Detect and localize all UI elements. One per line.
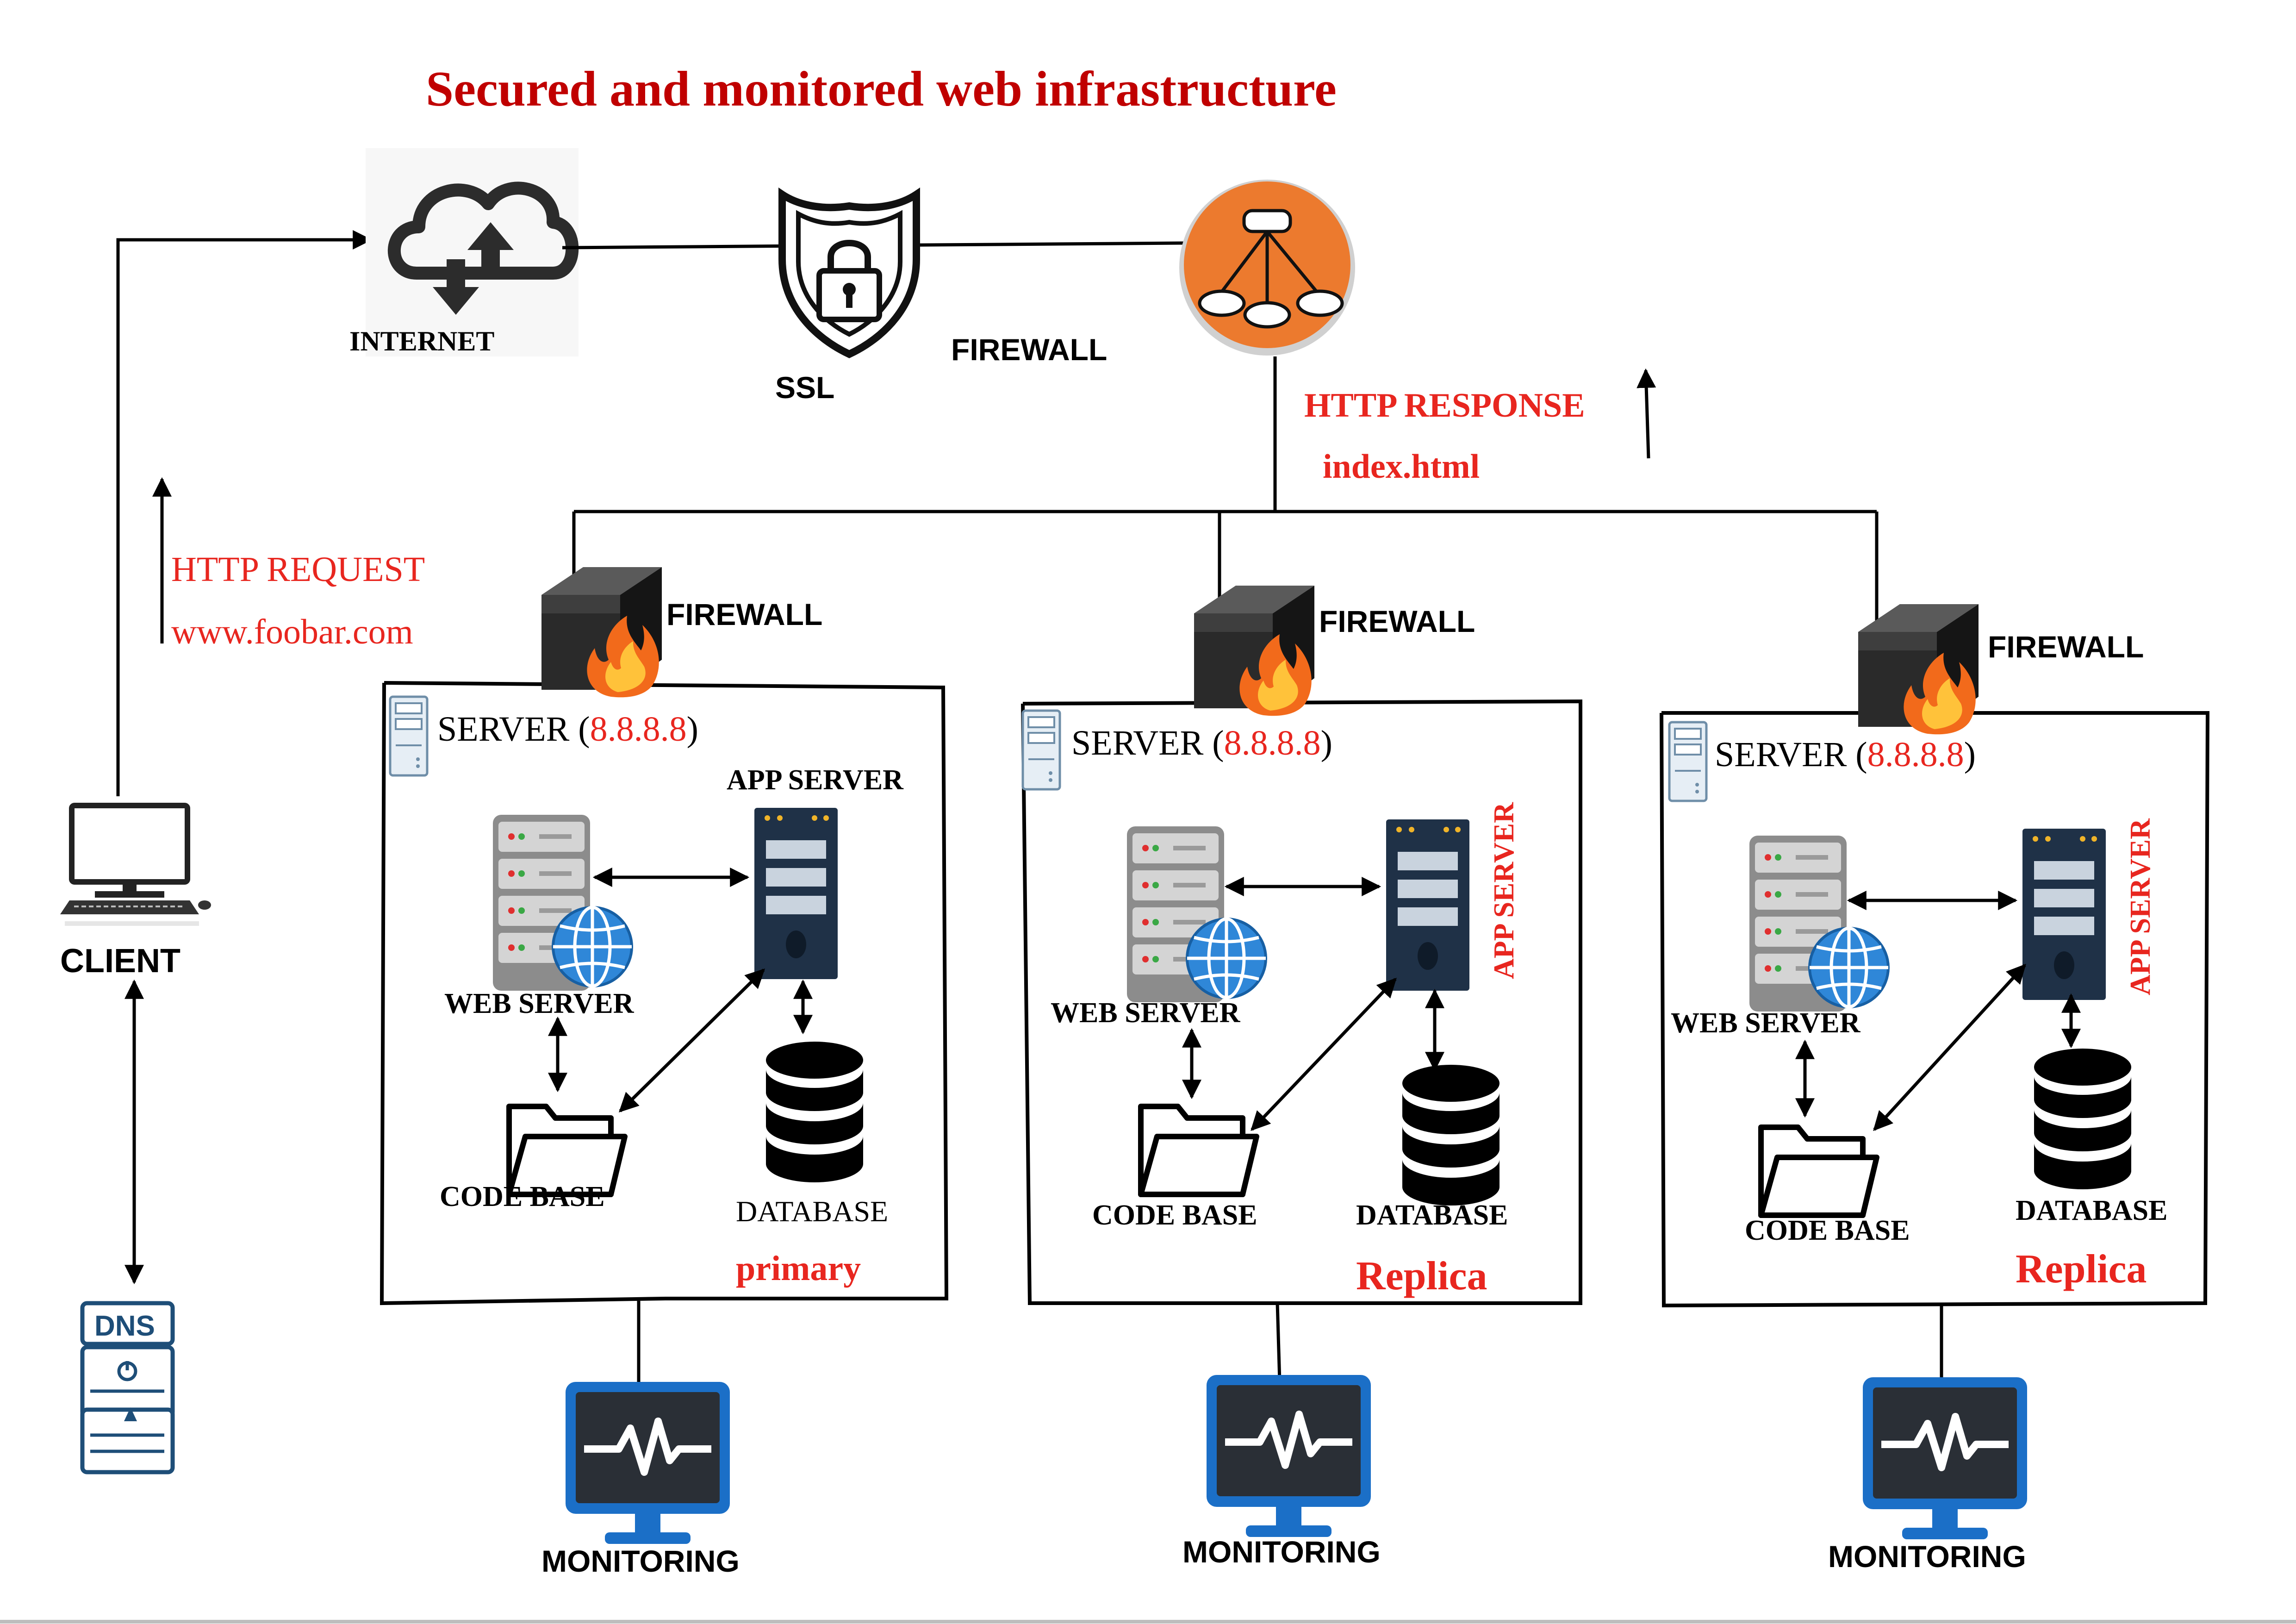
firewall-icon bbox=[1194, 586, 1314, 716]
server-cluster-3: FIREWALL SERVER (8.8.8.8) APP SERVER WEB… bbox=[1660, 604, 2210, 1574]
web-server-label: WEB SERVER bbox=[1051, 997, 1241, 1029]
firewall-icon bbox=[541, 567, 662, 698]
code-base-label: CODE BASE bbox=[440, 1181, 605, 1212]
internet-cloud-icon bbox=[366, 148, 579, 356]
load-balancer-icon bbox=[1179, 180, 1355, 356]
monitoring-icon bbox=[566, 1382, 730, 1544]
dns-label: DNS bbox=[94, 1310, 155, 1342]
monitoring-label: MONITORING bbox=[541, 1544, 740, 1578]
monitoring-icon bbox=[1207, 1375, 1371, 1537]
firewall-icon bbox=[1858, 604, 1979, 735]
database-icon bbox=[766, 1042, 863, 1182]
database-icon bbox=[2034, 1049, 2131, 1189]
web-server-icon bbox=[1749, 836, 1888, 1012]
lb-firewall-label: FIREWALL bbox=[951, 332, 1107, 367]
client-computer-icon bbox=[60, 803, 211, 926]
server-icon bbox=[1023, 711, 1060, 789]
app-server-icon bbox=[1386, 819, 1469, 991]
dns-server-icon bbox=[80, 1301, 175, 1474]
diagram-title: Secured and monitored web infrastructure bbox=[426, 62, 1337, 117]
client-internet-link bbox=[116, 230, 373, 796]
app-server-label: APP SERVER bbox=[727, 764, 904, 796]
database-icon bbox=[1402, 1065, 1500, 1206]
database-label: DATABASE bbox=[736, 1195, 888, 1228]
server-cluster-1: FIREWALL SERVER (8.8.8.8) APP SERVER WEB… bbox=[380, 567, 949, 1578]
server-address-label: SERVER (8.8.8.8) bbox=[1071, 724, 1332, 762]
app-server-icon bbox=[754, 808, 838, 979]
code-base-folder-icon bbox=[1761, 1127, 1877, 1215]
distribution-lines bbox=[572, 356, 1879, 623]
web-server-label: WEB SERVER bbox=[444, 988, 635, 1019]
server-icon bbox=[1669, 722, 1706, 801]
role-label: Replica bbox=[1356, 1254, 1487, 1299]
code-base-label: CODE BASE bbox=[1745, 1215, 1910, 1246]
firewall-label: FIREWALL bbox=[666, 597, 822, 631]
role-label: primary bbox=[736, 1249, 861, 1288]
ssl-shield-icon bbox=[778, 187, 920, 358]
code-base-folder-icon bbox=[1141, 1106, 1257, 1194]
response-file-label: index.html bbox=[1323, 448, 1480, 486]
app-server-label: APP SERVER bbox=[2125, 818, 2156, 995]
response-arrow bbox=[1636, 368, 1656, 459]
database-label: DATABASE bbox=[2016, 1195, 2167, 1226]
monitoring-label: MONITORING bbox=[1182, 1535, 1381, 1569]
web-server-icon bbox=[493, 815, 632, 991]
role-label: Replica bbox=[2016, 1247, 2147, 1292]
http-request-label: HTTP REQUEST bbox=[171, 550, 425, 589]
monitoring-icon bbox=[1863, 1377, 2027, 1539]
firewall-label: FIREWALL bbox=[1319, 604, 1475, 638]
request-url-label: www.foobar.com bbox=[171, 612, 413, 651]
http-response-label: HTTP RESPONSE bbox=[1304, 387, 1585, 425]
code-base-label: CODE BASE bbox=[1092, 1199, 1257, 1231]
web-server-icon bbox=[1127, 826, 1266, 1002]
client-label: CLIENT bbox=[60, 943, 180, 980]
database-label: DATABASE bbox=[1356, 1199, 1508, 1231]
monitoring-label: MONITORING bbox=[1828, 1539, 2026, 1574]
server-icon bbox=[390, 697, 427, 775]
internet-label: INTERNET bbox=[349, 326, 494, 356]
server-address-label: SERVER (8.8.8.8) bbox=[1715, 735, 1976, 774]
server-cluster-2: FIREWALL SERVER (8.8.8.8) APP SERVER WEB… bbox=[1021, 586, 1582, 1569]
ssl-label: SSL bbox=[775, 370, 834, 405]
web-server-label: WEB SERVER bbox=[1671, 1007, 1861, 1039]
server-address-label: SERVER (8.8.8.8) bbox=[437, 710, 698, 749]
app-server-label: APP SERVER bbox=[1488, 802, 1520, 979]
firewall-label: FIREWALL bbox=[1988, 630, 2144, 664]
app-server-icon bbox=[2022, 829, 2106, 1000]
